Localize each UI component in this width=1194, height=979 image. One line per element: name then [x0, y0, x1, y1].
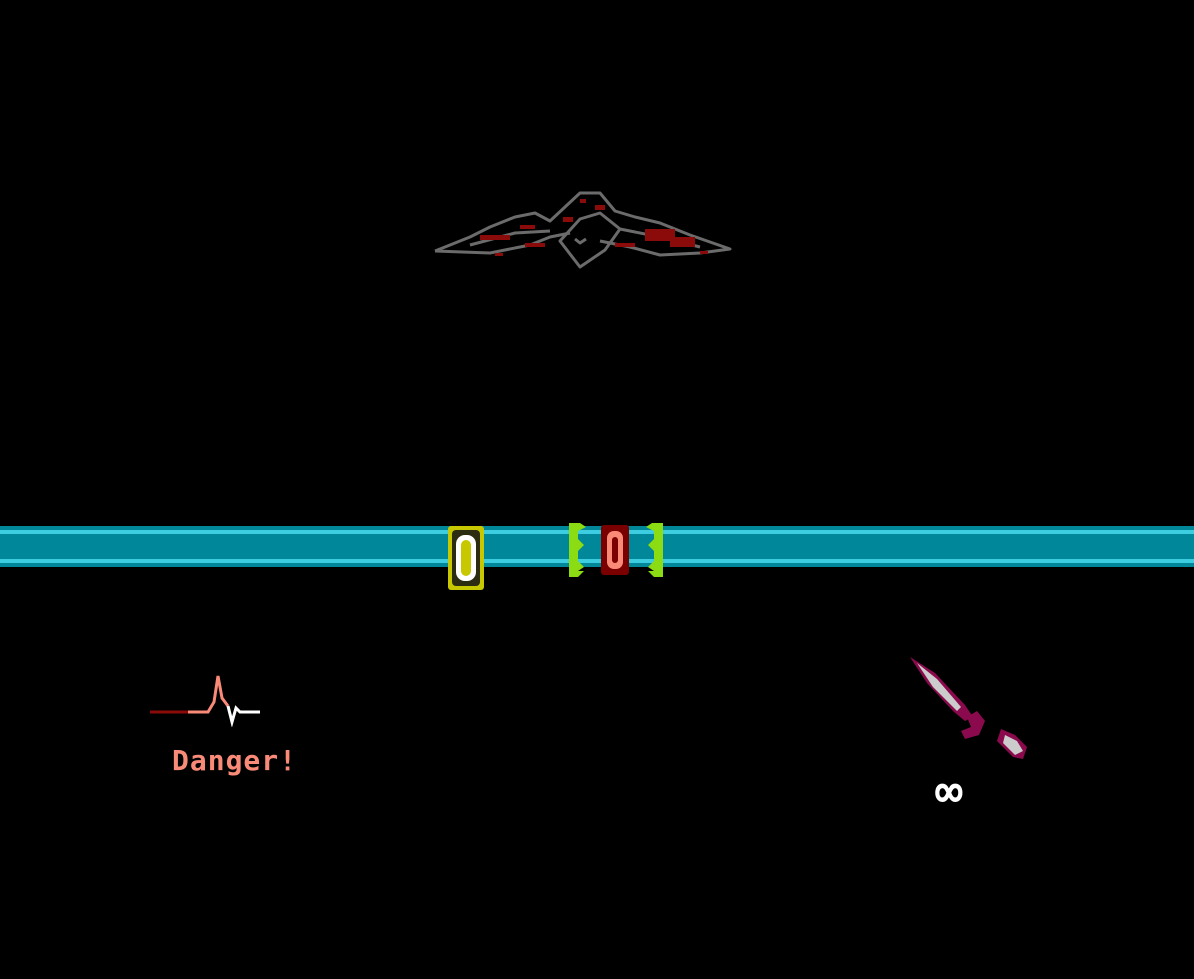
enemy-winged-creature[interactable] [430, 185, 740, 275]
dagger-icon[interactable] [905, 655, 1030, 765]
timing-bar [0, 526, 1194, 567]
heartbeat-icon [150, 675, 260, 727]
target-marker[interactable] [568, 521, 664, 579]
player-marker[interactable] [447, 525, 485, 591]
status-label: Danger! [172, 744, 298, 777]
ammo-count: ∞ [935, 764, 963, 818]
